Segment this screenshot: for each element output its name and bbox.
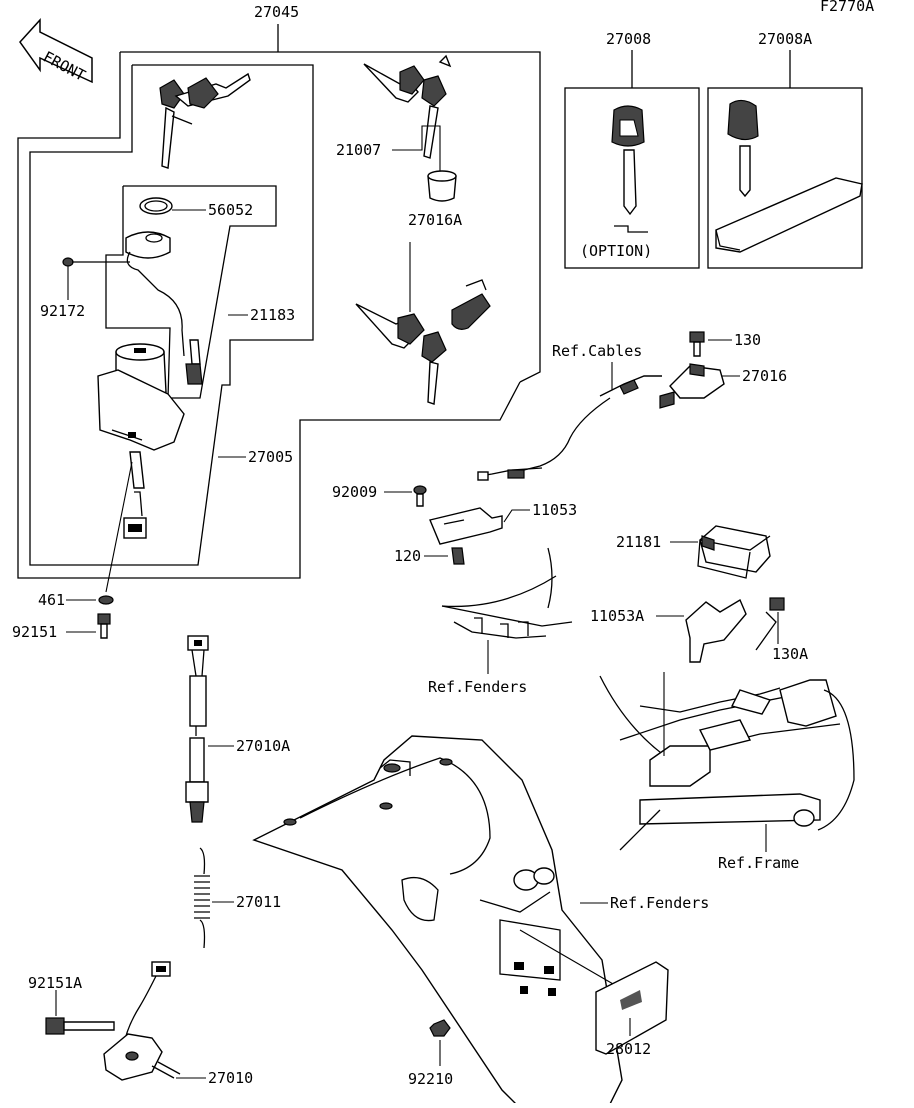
spring-27011-icon bbox=[194, 847, 210, 949]
label-21181: 21181 bbox=[616, 533, 661, 551]
label-21007: 21007 bbox=[336, 141, 381, 159]
switch-21183-icon bbox=[125, 231, 203, 385]
label-27010: 27010 bbox=[208, 1069, 253, 1087]
fender-upper-icon bbox=[441, 547, 573, 639]
label-120: 120 bbox=[394, 547, 421, 565]
rear-fender-icon bbox=[252, 735, 623, 1108]
key-pair-center-icon bbox=[363, 54, 452, 159]
label-130A: 130A bbox=[772, 645, 808, 663]
reflector-28012-icon bbox=[595, 961, 669, 1055]
label-option: (OPTION) bbox=[580, 242, 652, 260]
cable-icon bbox=[477, 375, 662, 481]
screw-130-icon bbox=[689, 331, 705, 357]
label-92151: 92151 bbox=[12, 623, 57, 641]
key-27008-icon bbox=[611, 105, 648, 233]
kit-27045-outline bbox=[17, 24, 541, 579]
label-11053A: 11053A bbox=[590, 607, 644, 625]
label-ref-fenders-top: Ref.Fenders bbox=[428, 678, 527, 696]
label-27010A: 27010A bbox=[236, 737, 290, 755]
bolt-92151-icon bbox=[97, 613, 111, 639]
label-ref-fenders-bottom: Ref.Fenders bbox=[610, 894, 709, 912]
label-27045: 27045 bbox=[254, 3, 299, 21]
label-27016: 27016 bbox=[742, 367, 787, 385]
label-461: 461 bbox=[38, 591, 65, 609]
label-27005: 27005 bbox=[248, 448, 293, 466]
box-27008 bbox=[564, 87, 700, 269]
label-ref-cables: Ref.Cables bbox=[552, 342, 642, 360]
label-27008: 27008 bbox=[606, 30, 651, 48]
label-28012: 28012 bbox=[606, 1040, 651, 1058]
bracket-11053-icon bbox=[429, 507, 503, 545]
lock-cylinder-icon bbox=[427, 170, 457, 202]
key-pair-27016A-icon bbox=[355, 279, 491, 405]
nut-92210-icon bbox=[429, 1019, 451, 1037]
front-arrow-icon: FRONT bbox=[19, 18, 93, 85]
box-27008A bbox=[707, 87, 863, 269]
label-27011: 27011 bbox=[236, 893, 281, 911]
washer-461-icon bbox=[98, 595, 114, 605]
label-21183: 21183 bbox=[250, 306, 295, 324]
switch-27010-icon bbox=[103, 961, 181, 1081]
figure-code: F2770A bbox=[820, 0, 874, 15]
label-ref-frame: Ref.Frame bbox=[718, 854, 799, 872]
lock-27016-icon bbox=[659, 363, 725, 409]
label-11053: 11053 bbox=[532, 501, 577, 519]
switch-27010A-icon bbox=[185, 635, 209, 823]
bracket-11053A-icon bbox=[685, 598, 747, 663]
ignition-switch-27005-icon bbox=[97, 343, 185, 539]
screw-92009-icon bbox=[413, 485, 427, 507]
label-130: 130 bbox=[734, 331, 761, 349]
label-27008A: 27008A bbox=[758, 30, 812, 48]
label-92151A: 92151A bbox=[28, 974, 82, 992]
frame-icon bbox=[599, 675, 855, 851]
label-27016A: 27016A bbox=[408, 211, 462, 229]
key-27008A-icon bbox=[727, 99, 759, 198]
label-92172: 92172 bbox=[40, 302, 85, 320]
label-92009: 92009 bbox=[332, 483, 377, 501]
key-pair-left-icon bbox=[159, 72, 251, 169]
screw-130A-icon bbox=[755, 597, 785, 651]
key-blank-card-icon bbox=[715, 177, 863, 253]
bolt-92151A-icon bbox=[45, 1017, 115, 1035]
screw-92172-icon bbox=[62, 257, 130, 267]
label-56052: 56052 bbox=[208, 201, 253, 219]
label-92210: 92210 bbox=[408, 1070, 453, 1088]
relay-21181-icon bbox=[697, 525, 771, 579]
screw-120-icon bbox=[451, 547, 465, 565]
